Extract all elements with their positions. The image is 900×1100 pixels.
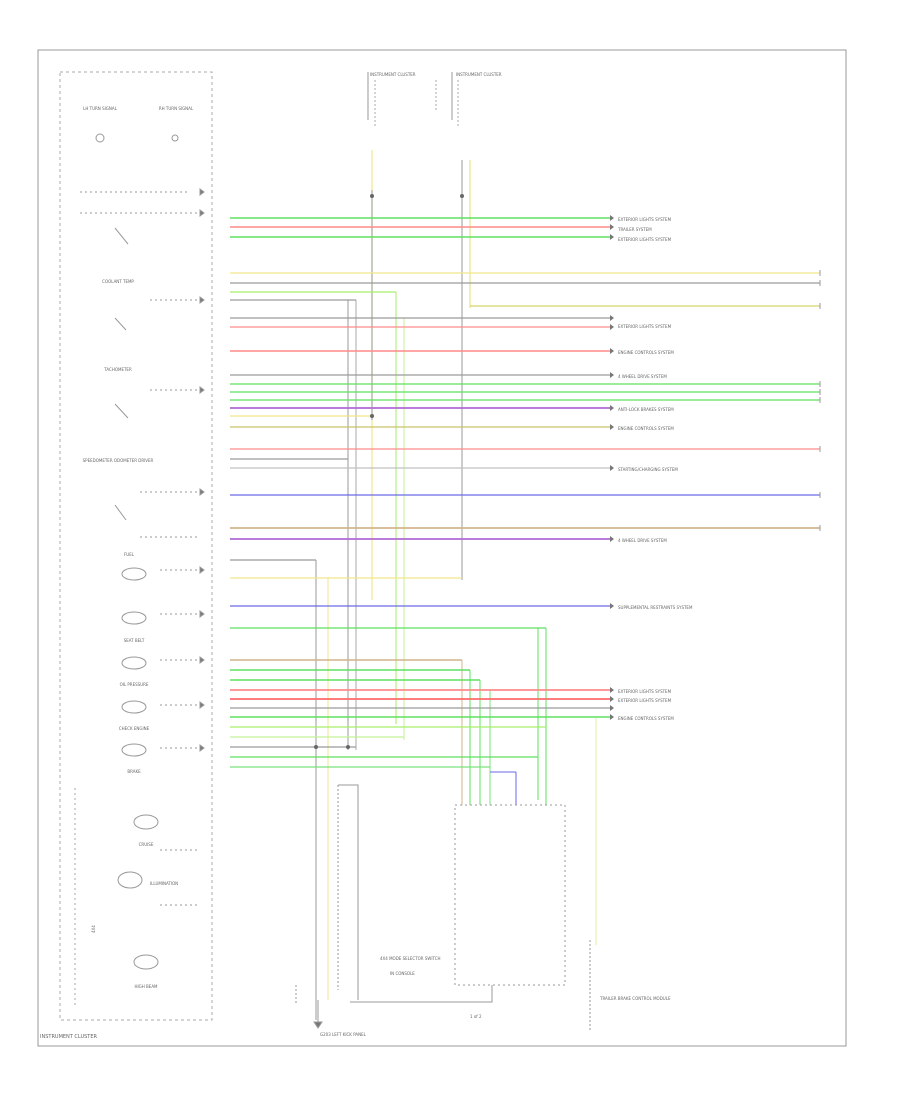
dest-label-4: EXTERIOR LIGHTS SYSTEM [618, 324, 672, 329]
bottom-module [295, 784, 591, 1030]
mode-switch-sublabel: IN CONSOLE [390, 971, 415, 976]
dest-label-2: TRAILER SYSTEM [617, 227, 652, 232]
cluster-pin-group [80, 188, 205, 906]
wire-group [230, 217, 820, 773]
gauge-symbols [95, 133, 179, 521]
splice-1 [370, 194, 374, 198]
mode-switch-label: 4X4 MODE SELECTOR SWITCH [380, 956, 441, 961]
dest-label-6: 4 WHEEL DRIVE SYSTEM [618, 374, 667, 379]
ground-label: G203 LEFT KICK PANEL [320, 1032, 367, 1037]
dest-label-10: 4 WHEEL DRIVE SYSTEM [618, 538, 667, 543]
ground-loop [338, 784, 359, 1000]
page-code: 1 of 2 [470, 1014, 482, 1019]
arrow-10 [610, 465, 614, 471]
splice-3 [370, 414, 374, 418]
dest-label-7: ANTI-LOCK BRAKES SYSTEM [618, 407, 674, 412]
splice-2 [460, 194, 464, 198]
lamp-label-seatbelt: SEAT BELT [124, 638, 145, 643]
lamp-label-highbeam: HIGH BEAM [134, 984, 158, 989]
trailer-module-label: TRAILER BRAKE CONTROL MODULE [599, 996, 671, 1001]
dest-label-14: ENGINE CONTROLS SYSTEM [618, 716, 674, 721]
lamp-group [117, 567, 159, 970]
lamp-label-illumination: ILLUMINATION [150, 881, 178, 886]
dest-label-11: SUPPLEMENTAL RESTRAINTS SYSTEM [618, 605, 693, 610]
lamp-oil-icon [121, 656, 147, 670]
arrow-7 [610, 372, 614, 378]
arrow-14 [610, 696, 614, 702]
lamp-top-left-icon [95, 133, 105, 143]
ground-arrow [313, 1021, 323, 1029]
connector-right-title: INSTRUMENT CLUSTER [456, 72, 502, 77]
lamp-brake-icon [121, 743, 147, 757]
arrow-8 [610, 405, 614, 411]
splice-group [314, 194, 464, 749]
gauge-label-coolant: COOLANT TEMP [102, 279, 134, 284]
dest-label-8: ENGINE CONTROLS SYSTEM [618, 426, 674, 431]
arrow-16 [610, 714, 614, 720]
lamp-label-brake: BRAKE [127, 769, 141, 774]
cluster-title: INSTRUMENT CLUSTER [40, 1034, 98, 1040]
lamp-label-cruise: CRUISE [139, 842, 154, 847]
arrow-15 [610, 705, 614, 711]
lamp-label-oil: OIL PRESSURE [120, 682, 149, 687]
arrow-12 [610, 603, 614, 609]
indicator-label-4x4: 4X4 [91, 925, 96, 933]
connector-left: INSTRUMENT CLUSTER [367, 72, 437, 126]
lamp-highbeam-icon [133, 954, 159, 970]
lamp-illumination-icon [117, 871, 143, 889]
lamp-seatbelt-icon [121, 611, 147, 625]
arrow-3 [610, 234, 614, 240]
wire-arrow-group [610, 215, 614, 720]
arrow-4 [610, 315, 614, 321]
dest-label-1: EXTERIOR LIGHTS SYSTEM [618, 217, 672, 222]
splice-4 [314, 745, 318, 749]
connector-left-title: INSTRUMENT CLUSTER [370, 72, 416, 77]
diagram-frame [37, 49, 847, 1047]
splice-5 [346, 745, 350, 749]
dest-label-13: EXTERIOR LIGHTS SYSTEM [618, 698, 672, 703]
dest-label-5: ENGINE CONTROLS SYSTEM [618, 350, 674, 355]
lamp-checkengine-icon [121, 700, 147, 714]
tachometer-gauge-needle [114, 317, 127, 331]
arrow-13 [610, 687, 614, 693]
lamp-cruise-icon [133, 814, 159, 830]
arrow-11 [610, 536, 614, 542]
speedometer-gauge-needle [114, 403, 129, 419]
dest-label-9: STARTING/CHARGING SYSTEM [618, 467, 678, 472]
mode-switch-outline [454, 804, 566, 986]
lamp-label-fuel: FUEL [124, 552, 135, 557]
lamp-top-right-icon [171, 134, 179, 142]
arrow-6 [610, 348, 614, 354]
gauge-label-speedometer: SPEEDOMETER ODOMETER DRIVER [83, 458, 154, 463]
lamp-fuel-icon [121, 567, 147, 581]
arrow-2 [610, 224, 614, 230]
indicator-label-rh: RH TURN SIGNAL [159, 106, 194, 111]
connector-right: INSTRUMENT CLUSTER [451, 72, 502, 126]
gauge-label-tachometer: TACHOMETER [103, 367, 132, 372]
arrow-9 [610, 424, 614, 430]
cluster-outline [59, 71, 213, 1021]
dest-label-12: EXTERIOR LIGHTS SYSTEM [618, 689, 672, 694]
mode-switch-return [350, 985, 493, 1003]
coolant-gauge-needle [114, 227, 129, 245]
arrow-5 [610, 324, 614, 330]
indicator-label-lh: LH TURN SIGNAL [83, 106, 117, 111]
lamp-label-checkengine: CHECK ENGINE [119, 726, 150, 731]
dest-label-3: EXTERIOR LIGHTS SYSTEM [618, 237, 672, 242]
arrow-1 [610, 215, 614, 221]
